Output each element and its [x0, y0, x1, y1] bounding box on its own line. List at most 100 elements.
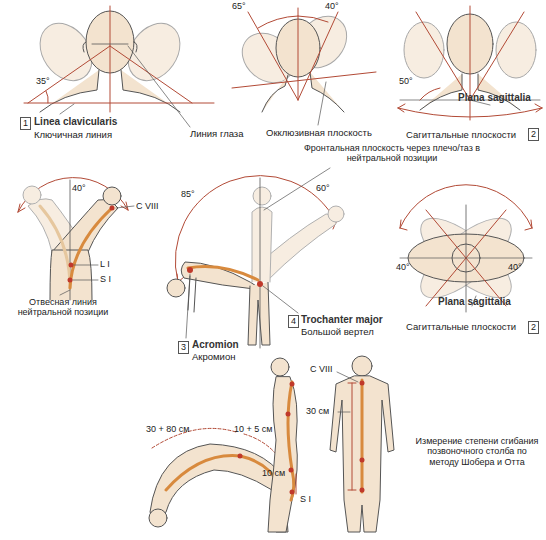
- illustration-stroke: [496, 22, 536, 78]
- callout-number-text: 1: [23, 119, 28, 128]
- anatomy-label: Отвесная линия нейтральной позиции: [4, 297, 122, 318]
- callout-number-text: 4: [291, 317, 296, 326]
- illustration-stroke: [398, 104, 542, 112]
- illustration-stroke: [318, 82, 326, 125]
- anatomy-label: Acromion: [192, 339, 239, 351]
- illustration-stroke: [253, 187, 271, 205]
- dimension-label: 35°: [36, 76, 50, 86]
- illustration-stroke: [352, 356, 372, 376]
- anatomy-label: Сагиттальные плоскости: [406, 130, 516, 141]
- illustration-stroke: [232, 72, 376, 88]
- illustration-stroke: [288, 382, 294, 500]
- illustration-stroke: [103, 187, 121, 205]
- illustration-stroke: [263, 286, 298, 313]
- illustration-stroke: [187, 267, 193, 273]
- head-tilt-figure: [24, 6, 214, 127]
- illustration-stroke: [175, 176, 336, 282]
- dimension-label: 30 см: [306, 406, 329, 416]
- illustration-stroke: [400, 258, 532, 259]
- illustration-stroke: [257, 281, 263, 287]
- anatomy-label: Окклюзивная плоскость: [266, 128, 372, 139]
- illustration-stroke: [150, 444, 288, 532]
- callout-number: 3: [178, 341, 189, 354]
- dimension-label: 85°: [181, 189, 195, 199]
- illustration-stroke: [73, 280, 98, 281]
- illustration-stroke: [167, 279, 185, 297]
- dimension-label: 40°: [508, 262, 522, 272]
- illustration-stroke: [352, 383, 353, 490]
- illustration-stroke: [128, 46, 190, 127]
- illustration-stroke: [60, 104, 74, 114]
- standing-spine-figures: [268, 356, 394, 532]
- anatomy-label: Линия глаза: [190, 129, 244, 140]
- illustration-stroke: [60, 290, 70, 295]
- illustration-stroke: [328, 206, 344, 222]
- illustration-stroke: [271, 358, 289, 376]
- illustration-stroke: [348, 383, 356, 384]
- dimension-label: 40°: [325, 1, 339, 11]
- anatomy-label: Большой вертел: [301, 327, 374, 338]
- illustration-stroke: [186, 274, 190, 338]
- illustration-stroke: [290, 490, 295, 495]
- illustration-stroke: [264, 168, 330, 210]
- illustration-stroke: [46, 91, 48, 103]
- illustration-stroke: [23, 186, 41, 204]
- illustration-stroke: [330, 376, 394, 532]
- anatomy-label: S I: [100, 274, 111, 284]
- lateral-bend-figure: [18, 178, 134, 300]
- illustration-stroke: [360, 381, 365, 386]
- illustration-stroke: [289, 468, 294, 473]
- illustration-stroke: [70, 208, 112, 288]
- illustration-stroke: [110, 206, 115, 211]
- illustration-stroke: [268, 377, 297, 532]
- callout-number: 2: [528, 321, 539, 334]
- anatomy-label: Сагиттальные плоскости: [406, 322, 516, 333]
- illustration-stroke: [244, 434, 276, 454]
- illustration-stroke: [338, 412, 350, 413]
- dimension-label: 10 + 5 см: [234, 424, 272, 434]
- illustration-stroke: [116, 206, 134, 208]
- illustration-stroke: [110, 6, 111, 112]
- illustration-stroke: [298, 12, 338, 100]
- callout-number-text: 2: [531, 323, 536, 332]
- illustration-stroke: [252, 207, 272, 282]
- callout-number: 4: [288, 315, 299, 328]
- anatomy-label: S I: [300, 494, 311, 504]
- anatomy-label: C VIII: [310, 364, 333, 374]
- illustration-stroke: [361, 380, 364, 492]
- trunk-rotation-figure: [400, 185, 532, 312]
- illustration-stroke: [404, 22, 444, 78]
- illustration-stroke: [360, 488, 365, 493]
- illustration-stroke: [416, 12, 470, 100]
- illustration-stroke: [248, 282, 270, 345]
- illustration-stroke: [92, 44, 128, 45]
- illustration-stroke: [298, 8, 299, 100]
- dimension-label: 10 см: [262, 468, 285, 478]
- illustration-stroke: [296, 474, 297, 494]
- anatomy-label: Измерение степени сгибания позвоночного …: [412, 436, 542, 467]
- callout-number: 2: [528, 128, 539, 141]
- illustration-stroke: [24, 103, 214, 104]
- anatomy-label: Фронтальная плоскость через плечо/таз в …: [292, 143, 492, 164]
- callout-number-text: 3: [181, 343, 186, 352]
- anatomy-label: Plana sagittalia: [438, 296, 511, 308]
- illustration-stroke: [348, 490, 356, 491]
- illustration-stroke: [260, 178, 261, 348]
- illustration-stroke: [290, 382, 295, 387]
- dimension-label: 65°: [232, 1, 246, 11]
- anatomy-label: C VIII: [136, 201, 159, 211]
- dimension-label: 40°: [396, 262, 410, 272]
- dimension-label: 60°: [316, 183, 330, 193]
- illustration-stroke: [248, 12, 298, 100]
- anatomy-label: Linea clavicularis: [34, 116, 117, 128]
- illustration-stroke: [74, 265, 98, 266]
- illustration-stroke: [68, 278, 73, 283]
- anatomy-label: Ключичная линия: [34, 130, 112, 141]
- schober-bend-figure: [149, 428, 288, 532]
- head-rotation-figure: [398, 6, 542, 120]
- illustration-stroke: [262, 72, 344, 112]
- illustration-stroke: [149, 509, 167, 527]
- dimension-label: 50°: [399, 76, 413, 86]
- illustration-stroke: [238, 454, 243, 459]
- illustration-stroke: [28, 46, 110, 103]
